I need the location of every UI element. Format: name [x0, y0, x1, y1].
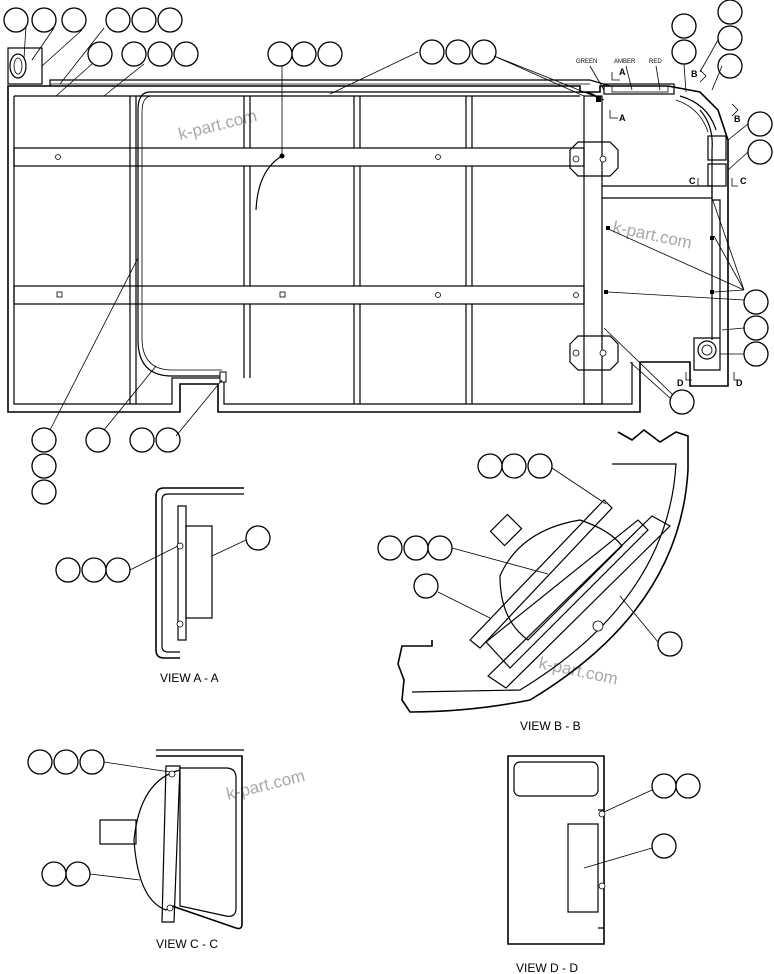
svg-text:D: D	[736, 378, 743, 388]
section-mark-b-top: B	[691, 69, 707, 83]
light-bar-lens	[611, 85, 669, 93]
beam-holes	[55, 154, 579, 298]
view-c-bracket	[156, 755, 243, 930]
section-mark-c-left: C	[689, 176, 706, 187]
corner-curve	[679, 95, 717, 131]
wire-label-amber: AMBER	[614, 59, 636, 65]
view-a-lamp-body	[185, 525, 213, 619]
view-c-bolt-1	[168, 770, 176, 778]
frame-outline	[7, 85, 729, 413]
callout-balloons-main	[3, 0, 773, 505]
round-connector	[697, 340, 717, 360]
view-d-housing	[507, 755, 605, 945]
view-b-lamp-body	[499, 519, 623, 641]
view-a-title: VIEW A - A	[160, 671, 219, 685]
section-mark-a-bottom: A	[609, 110, 626, 123]
beam-lower	[13, 285, 585, 305]
wire-label-red: RED	[649, 59, 662, 65]
view-c-housing	[133, 769, 181, 911]
svg-text:C: C	[740, 176, 747, 186]
post-4	[465, 96, 473, 404]
view-d-bolt-2	[598, 882, 606, 890]
view-b-title: VIEW B - B	[520, 719, 581, 733]
view-a-bolt-1	[176, 542, 184, 550]
view-b-mount-plate	[469, 499, 613, 649]
view-d-d: VIEW D - D	[507, 755, 701, 974]
wire-label-green: GREEN	[576, 59, 597, 65]
view-c-title: VIEW C - C	[156, 937, 218, 951]
view-b-hole	[592, 620, 604, 632]
view-a-bracket-inner	[161, 493, 244, 653]
lamp-lens	[9, 53, 27, 79]
view-a-bolt-2	[176, 620, 184, 628]
svg-text:B: B	[691, 69, 698, 79]
main-frame-view: GREEN AMBER RED A A B B C C	[3, 0, 773, 505]
watermark-1: k-part.com	[176, 106, 259, 144]
view-b-b: VIEW B - B	[377, 428, 689, 733]
watermark-2: k-part.com	[611, 217, 693, 252]
post-1	[129, 96, 137, 404]
post-3	[353, 96, 361, 404]
watermarks: k-part.com k-part.com k-part.com k-part.…	[176, 106, 693, 804]
channel-bracket-upper	[569, 141, 619, 177]
view-a-bracket	[155, 487, 244, 659]
view-c-plate	[161, 765, 181, 923]
harness-clips	[219, 96, 714, 383]
section-mark-c-right: C	[731, 176, 747, 187]
frame-inner-outline	[13, 95, 633, 405]
watermark-4: k-part.com	[224, 766, 307, 804]
view-d-side-rail	[598, 809, 604, 929]
side-lamp-upper	[707, 135, 727, 161]
svg-text:A: A	[619, 67, 626, 77]
section-mark-d-right: D	[733, 372, 743, 388]
view-b-stem	[489, 513, 523, 547]
corner-curve-2	[675, 99, 709, 133]
view-d-lamp	[567, 823, 599, 913]
beam-upper	[13, 147, 585, 167]
leader-lines-main	[23, 25, 749, 437]
top-rail	[49, 79, 611, 87]
wire-label-leaders	[589, 65, 661, 91]
bracket-hole-2	[599, 155, 607, 163]
bracket-hole-1	[572, 155, 580, 163]
view-b-frame-rail	[487, 515, 671, 689]
wiring-harness-2	[141, 95, 222, 371]
svg-text:C: C	[689, 176, 696, 186]
bracket-hole-4	[599, 349, 607, 357]
svg-text:D: D	[677, 378, 684, 388]
view-c-c: VIEW C - C	[27, 749, 244, 951]
view-d-top-box	[513, 761, 599, 797]
section-mark-a-top: A	[611, 67, 626, 81]
side-lamp-lower	[707, 163, 727, 187]
bracket-hole-3	[572, 349, 580, 357]
right-harness	[699, 109, 713, 340]
view-c-stem	[99, 819, 137, 845]
view-d-bolt-1	[598, 810, 606, 818]
view-c-lens	[179, 767, 237, 917]
light-bar	[603, 83, 675, 95]
view-d-title: VIEW D - D	[516, 961, 578, 974]
view-b-housing	[397, 428, 689, 713]
channel-bracket-lower	[569, 335, 619, 371]
view-a-a: VIEW A - A	[55, 487, 271, 685]
view-c-bolt-2	[166, 904, 174, 912]
svg-text:A: A	[619, 113, 626, 123]
post-2	[243, 96, 251, 378]
view-b-lamp-lens	[485, 519, 649, 669]
section-mark-d-left: D	[677, 372, 692, 388]
round-connector-inner	[701, 344, 713, 356]
svg-text:B: B	[734, 114, 741, 124]
wire-lead	[255, 155, 283, 211]
section-mark-b-bottom: B	[731, 103, 741, 124]
lamp-lens-inner	[13, 57, 23, 75]
view-b-inner-arc	[411, 463, 677, 693]
view-a-lamp	[177, 505, 187, 641]
